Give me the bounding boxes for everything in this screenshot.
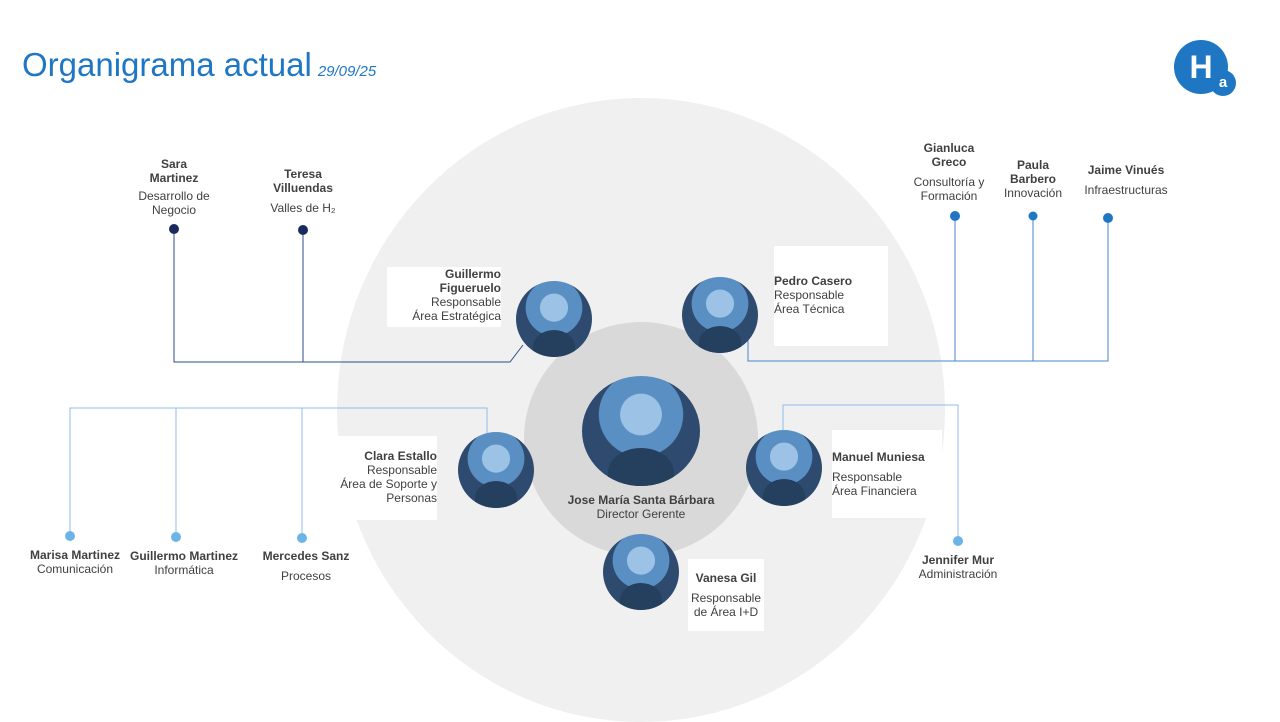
staff-name: Paula Barbero xyxy=(1009,158,1056,186)
staff-area: Consultoría y Formación xyxy=(913,175,985,203)
lead-photo-estallo xyxy=(458,432,534,508)
director-name: Jose María Santa Bárbara xyxy=(567,493,715,507)
lead-role: Responsable xyxy=(690,591,762,605)
lead-area: Área de Soporte y xyxy=(340,477,437,491)
staff-name: Jennifer Mur xyxy=(921,553,994,567)
lead-photo-figueruelo xyxy=(516,281,592,357)
lead-name: Clara Estallo xyxy=(364,449,437,463)
title-text: Organigrama actual xyxy=(22,46,312,83)
lead-photo-muniesa xyxy=(746,430,822,506)
lead-area: Área Técnica xyxy=(774,302,845,316)
staff-name: Jaime Vinués xyxy=(1087,163,1165,177)
staff-area: Desarrollo de Negocio xyxy=(138,189,210,217)
staff-name: Guillermo Martinez xyxy=(129,549,239,563)
lead-area-cont: Personas xyxy=(386,491,437,505)
staff-name: Sara Martinez xyxy=(149,157,199,185)
staff-name: Gianluca Greco xyxy=(923,141,975,169)
staff-area: Administración xyxy=(918,567,998,581)
date: 29/09/25 xyxy=(317,63,377,80)
lead-name: Guillermo Figueruelo xyxy=(439,267,501,295)
staff-area: Innovación xyxy=(1003,186,1063,200)
lead-name: Pedro Casero xyxy=(774,274,853,288)
lead-role: Responsable xyxy=(430,295,501,309)
staff-area: Valles de H₂ xyxy=(270,201,336,215)
staff-name: Mercedes Sanz xyxy=(262,549,350,563)
staff-area: Comunicación xyxy=(36,562,114,576)
lead-area: Área Financiera xyxy=(832,484,917,498)
lead-photo-casero xyxy=(682,277,758,353)
staff-name: Teresa Villuendas xyxy=(273,167,333,195)
lead-area: Área Estratégica xyxy=(412,309,501,323)
staff-area: Infraestructuras xyxy=(1084,183,1168,197)
lead-name: Vanesa Gil xyxy=(695,571,757,585)
lead-role: Responsable xyxy=(832,470,903,484)
lead-role: Responsable xyxy=(366,463,437,477)
staff-area: Procesos xyxy=(280,569,332,583)
staff-name: Marisa Martinez xyxy=(29,548,121,562)
director-photo xyxy=(582,376,700,486)
lead-photo-gil xyxy=(603,534,679,610)
staff-area: Informática xyxy=(154,563,214,577)
lead-role: Responsable xyxy=(774,288,845,302)
lead-name: Manuel Muniesa xyxy=(832,450,925,464)
page-title: Organigrama actual 29/09/25 xyxy=(22,46,376,84)
director-role: Director Gerente xyxy=(596,507,686,521)
lead-area: de Área I+D xyxy=(693,605,759,619)
